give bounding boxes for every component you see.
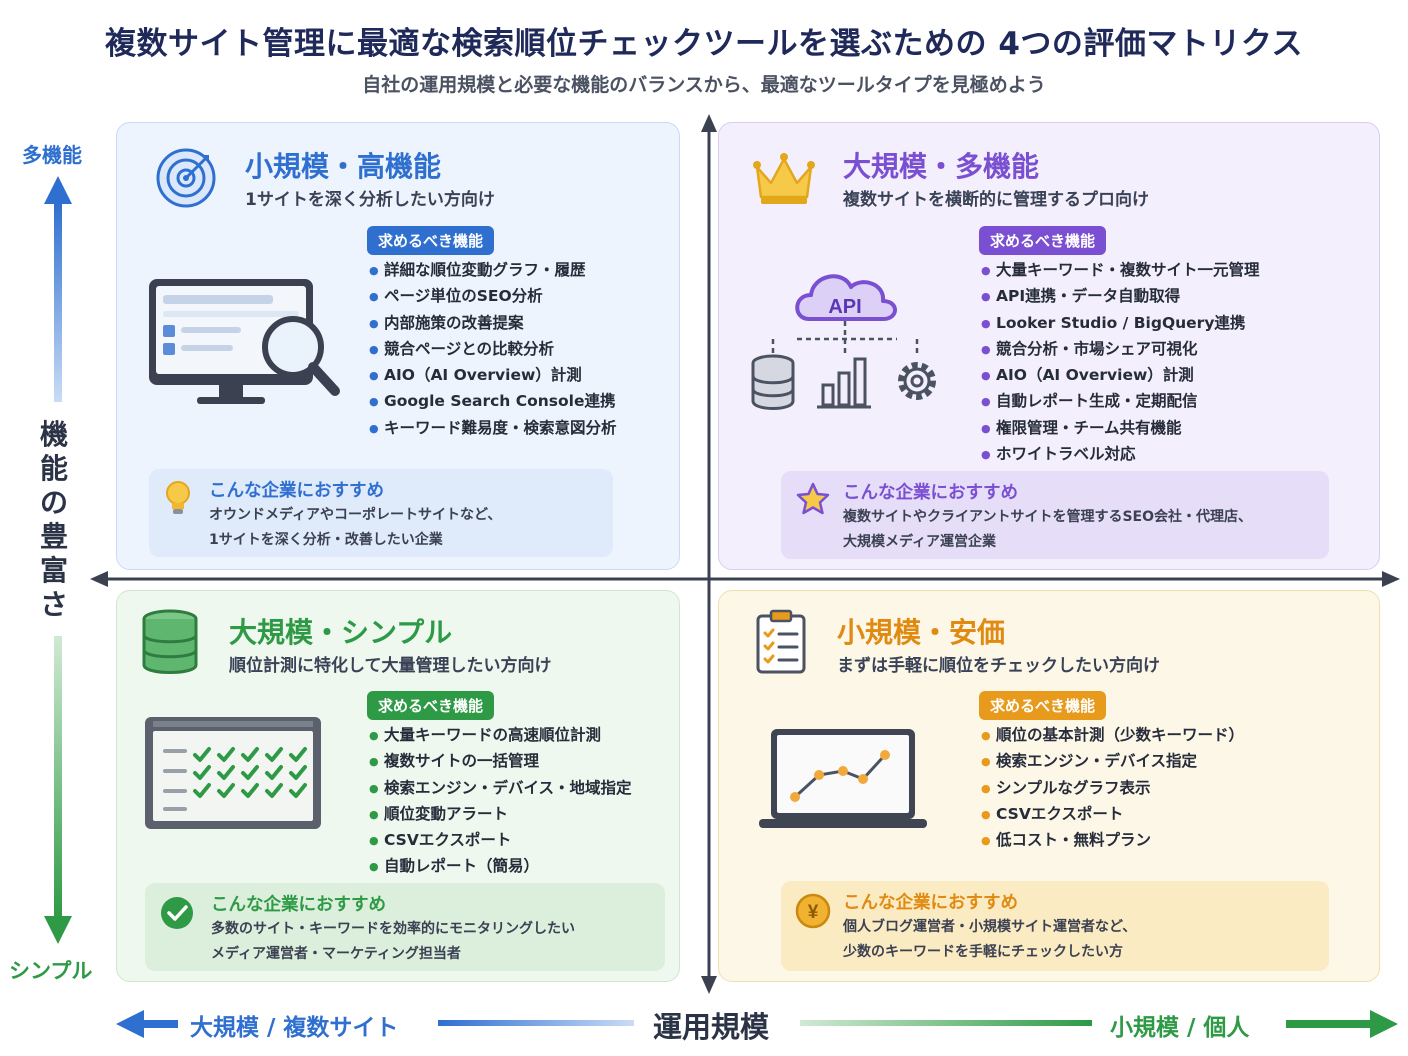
axis-vertical-label: 機能の豊富さ [39, 418, 68, 621]
recommendation-title: こんな企業におすすめ [209, 481, 384, 501]
feature-list: 大量キーワード・複数サイト一元管理 API連携・データ自動取得 Looker S… [981, 257, 1260, 467]
recommendation-line: メディア運営者・マーケティング担当者 [211, 946, 461, 962]
recommendation-line: 大規模メディア運営企業 [843, 534, 997, 550]
recommendation-line: オウンドメディアやコーポレートサイトなど、 [209, 507, 502, 523]
features-label: 求めるべき機能 [367, 691, 495, 720]
cloud-api-icon: API [751, 274, 936, 410]
list-item: 権限管理・チーム共有機能 [981, 415, 1260, 441]
recommendation-line: 1サイトを深く分析・改善したい企業 [209, 532, 443, 548]
list-item: API連携・データ自動取得 [981, 283, 1260, 309]
list-item: ページ単位のSEO分析 [369, 283, 617, 309]
recommendation-text: オウンドメディアやコーポレートサイトなど、 1サイトを深く分析・改善したい企業 [209, 503, 501, 553]
recommendation-title: こんな企業におすすめ [843, 483, 1018, 503]
list-item: Google Search Console連携 [369, 388, 617, 414]
database-icon [142, 609, 198, 674]
list-item: CSVエクスポート [981, 801, 1244, 827]
api-label: API [828, 296, 861, 318]
coin-symbol: ¥ [808, 902, 819, 923]
laptop-chart-icon [759, 729, 927, 828]
recommendation-box: こんな企業におすすめ オウンドメディアやコーポレートサイトなど、 1サイトを深く… [149, 469, 613, 557]
quadrant-title: 小規模・安価 [837, 616, 1006, 649]
list-item: AIO（AI Overview）計測 [369, 362, 617, 388]
list-item: 検索エンジン・デバイス・地域指定 [369, 775, 632, 801]
checklist-screen-icon [145, 717, 321, 829]
recommendation-line: 多数のサイト・キーワードを効率的にモニタリングしたい [211, 921, 575, 937]
recommendation-line: 個人ブログ運営者・小規模サイト運営者など、 [843, 919, 1137, 935]
recommendation-title: こんな企業におすすめ [211, 895, 386, 915]
axis-bottom-label: シンプル [9, 959, 93, 983]
quadrant-large-simple: 大規模・シンプル 順位計測に特化して大量管理したい方向け 求めるべき機能 大量キ… [116, 590, 680, 982]
quadrant-subtitle: 1サイトを深く分析したい方向け [245, 190, 495, 210]
recommendation-title: こんな企業におすすめ [843, 893, 1018, 913]
list-item: ホワイトラベル対応 [981, 441, 1260, 467]
axis-top-label: 多機能 [22, 143, 82, 167]
monitor-magnifier-icon [149, 279, 340, 404]
star-icon [796, 482, 830, 515]
quadrant-subtitle: 順位計測に特化して大量管理したい方向け [229, 656, 552, 676]
feature-list: 詳細な順位変動グラフ・履歴 ページ単位のSEO分析 内部施策の改善提案 競合ペー… [369, 257, 617, 441]
list-item: CSVエクスポート [369, 827, 632, 853]
recommendation-text: 複数サイトやクライアントサイトを管理するSEO会社・代理店、 大規模メディア運営… [843, 505, 1252, 555]
quadrant-small-high-function: 小規模・高機能 1サイトを深く分析したい方向け 求めるべき機能 詳細な順位変動グ… [116, 122, 680, 570]
list-item: キーワード難易度・検索意図分析 [369, 415, 617, 441]
feature-list: 順位の基本計測（少数キーワード） 検索エンジン・デバイス指定 シンプルなグラフ表… [981, 722, 1244, 853]
list-item: シンプルなグラフ表示 [981, 775, 1244, 801]
axis-horizontal-label: 運用規模 [653, 1010, 770, 1044]
quadrant-title: 小規模・高機能 [245, 150, 442, 183]
recommendation-text: 多数のサイト・キーワードを効率的にモニタリングしたい メディア運営者・マーケティ… [211, 917, 575, 967]
recommendation-box: こんな企業におすすめ 多数のサイト・キーワードを効率的にモニタリングしたい メデ… [145, 883, 665, 971]
list-item: 複数サイトの一括管理 [369, 748, 632, 774]
list-item: 大量キーワード・複数サイト一元管理 [981, 257, 1260, 283]
list-item: 内部施策の改善提案 [369, 310, 617, 336]
feature-list: 大量キーワードの高速順位計測 複数サイトの一括管理 検索エンジン・デバイス・地域… [369, 722, 632, 880]
list-item: 競合ページとの比較分析 [369, 336, 617, 362]
page-subtitle: 自社の運用規模と必要な機能のバランスから、最適なツールタイプを見極めよう [362, 74, 1046, 96]
list-item: 詳細な順位変動グラフ・履歴 [369, 257, 617, 283]
quadrant-title: 大規模・多機能 [843, 150, 1040, 183]
crown-icon [753, 153, 815, 204]
target-icon [156, 148, 216, 208]
quadrant-small-low-cost: 小規模・安価 まずは手軽に順位をチェックしたい方向け 求めるべき機能 順位の基本… [718, 590, 1380, 982]
features-label: 求めるべき機能 [979, 226, 1107, 255]
quadrant-title: 大規模・シンプル [229, 616, 453, 649]
vertical-axis-arrows [44, 176, 72, 944]
list-item: Looker Studio / BigQuery連携 [981, 310, 1260, 336]
list-item: 低コスト・無料プラン [981, 827, 1244, 853]
page-title: 複数サイト管理に最適な検索順位チェックツールを選ぶための 4つの評価マトリクス [105, 26, 1303, 62]
axis-right-label: 小規模 / 個人 [1110, 1015, 1250, 1041]
features-label: 求めるべき機能 [367, 226, 495, 255]
list-item: 検索エンジン・デバイス指定 [981, 748, 1244, 774]
list-item: 競合分析・市場シェア可視化 [981, 336, 1260, 362]
clipboard-icon [756, 609, 806, 674]
list-item: 順位の基本計測（少数キーワード） [981, 722, 1244, 748]
recommendation-text: 個人ブログ運営者・小規模サイト運営者など、 少数のキーワードを手軽にチェックした… [843, 915, 1136, 965]
list-item: 大量キーワードの高速順位計測 [369, 722, 632, 748]
list-item: 自動レポート（簡易） [369, 853, 632, 879]
quadrant-subtitle: まずは手軽に順位をチェックしたい方向け [837, 656, 1160, 676]
recommendation-line: 少数のキーワードを手軽にチェックしたい方 [843, 944, 1123, 960]
yen-coin-icon: ¥ [795, 893, 831, 929]
list-item: 自動レポート生成・定期配信 [981, 388, 1260, 414]
quadrant-subtitle: 複数サイトを横断的に管理するプロ向け [843, 190, 1149, 210]
list-item: 順位変動アラート [369, 801, 632, 827]
recommendation-box: こんな企業におすすめ 複数サイトやクライアントサイトを管理するSEO会社・代理店… [781, 471, 1329, 559]
axis-left-label: 大規模 / 複数サイト [190, 1015, 399, 1041]
features-label: 求めるべき機能 [979, 691, 1107, 720]
check-circle-icon [161, 897, 193, 929]
list-item: AIO（AI Overview）計測 [981, 362, 1260, 388]
quadrant-large-multi-function: 大規模・多機能 複数サイトを横断的に管理するプロ向け API 求めるべき機能 大… [718, 122, 1380, 570]
recommendation-line: 複数サイトやクライアントサイトを管理するSEO会社・代理店、 [843, 509, 1252, 525]
recommendation-box: ¥ こんな企業におすすめ 個人ブログ運営者・小規模サイト運営者など、 少数のキー… [781, 881, 1329, 971]
lightbulb-icon [166, 481, 190, 514]
